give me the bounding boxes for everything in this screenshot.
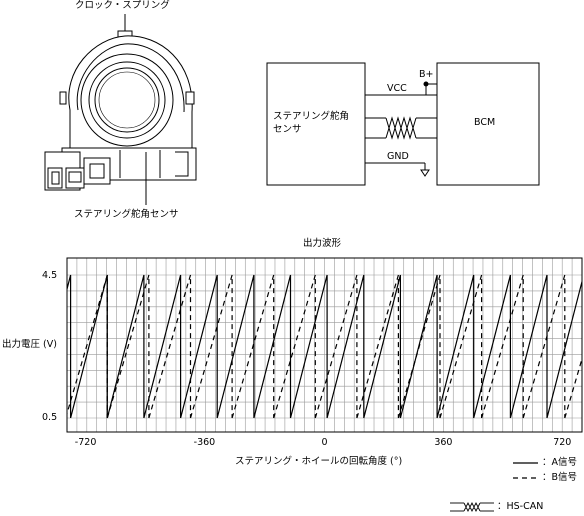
clock-spring-label: クロック・スプリング bbox=[75, 0, 170, 11]
x-tick-label: -720 bbox=[74, 437, 97, 448]
chart-title: 出力波形 bbox=[303, 238, 342, 249]
y-axis-label: 出力電圧 (V) bbox=[2, 339, 57, 350]
bplus-label: B+ bbox=[419, 69, 434, 80]
x-axis-label: ステアリング・ホイールの回転角度 (°) bbox=[235, 456, 403, 467]
y-tick-0.5: 0.5 bbox=[42, 412, 58, 423]
x-tick-label: 0 bbox=[321, 437, 328, 448]
sensor-box-label-2: センサ bbox=[273, 124, 302, 135]
chart-grid bbox=[67, 258, 582, 432]
sensor-box-label-1: ステアリング舵角 bbox=[273, 111, 350, 122]
x-tick-label: -360 bbox=[193, 437, 216, 448]
b-signal-line bbox=[67, 274, 582, 419]
bcm-box bbox=[436, 62, 540, 186]
plot-frame bbox=[66, 257, 583, 433]
x-tick-label: 360 bbox=[434, 437, 453, 448]
clock-spring-illustration bbox=[44, 14, 197, 205]
legend-twisted-pair bbox=[450, 501, 494, 513]
bcm-label: BCM bbox=[474, 117, 496, 128]
legend-hs-can: ：HS-CAN bbox=[497, 501, 544, 512]
sensor-box bbox=[266, 62, 366, 186]
a-signal-line bbox=[67, 274, 582, 419]
series-b-signal bbox=[67, 274, 582, 419]
sensor-label: ステアリング舵角センサ bbox=[74, 209, 179, 220]
block-diagram bbox=[266, 62, 540, 186]
series-a-signal bbox=[67, 274, 582, 419]
ground-symbol bbox=[420, 169, 430, 177]
gnd-label: GND bbox=[387, 151, 409, 162]
legend-a-signal: ：A信号 bbox=[542, 457, 577, 468]
twisted-pair bbox=[385, 116, 417, 140]
x-tick-label: 720 bbox=[553, 437, 572, 448]
chart bbox=[66, 257, 583, 433]
y-tick-4.5: 4.5 bbox=[42, 270, 58, 281]
legend-b-signal: ：B信号 bbox=[542, 472, 578, 483]
vcc-label: VCC bbox=[387, 83, 407, 94]
